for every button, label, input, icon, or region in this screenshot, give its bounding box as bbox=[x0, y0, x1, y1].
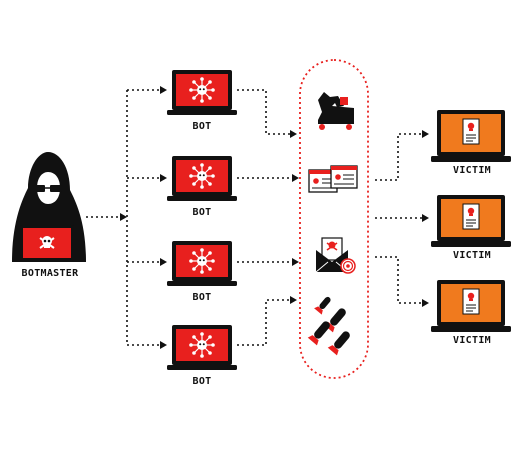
botmaster-label: BOTMASTER bbox=[21, 268, 79, 279]
attack-methods-capsule bbox=[299, 59, 369, 379]
bot-label: BOT bbox=[192, 207, 212, 218]
phishing-email-icon bbox=[315, 237, 356, 274]
connector-arrowheads bbox=[120, 86, 429, 349]
victim-label: VICTIM bbox=[453, 250, 491, 261]
bot-label: BOT bbox=[192, 376, 212, 387]
victim-laptop-2 bbox=[430, 194, 512, 248]
connector-lines bbox=[86, 89, 422, 346]
trojan-horse-icon bbox=[318, 92, 354, 130]
bot-laptop-2 bbox=[166, 155, 238, 202]
bot-laptop-1 bbox=[166, 69, 238, 116]
victim-laptop-3 bbox=[430, 279, 512, 333]
victim-laptop-1 bbox=[430, 109, 512, 163]
victim-label: VICTIM bbox=[453, 165, 491, 176]
bot-laptop-4 bbox=[166, 324, 238, 371]
id-cards-icon bbox=[308, 165, 358, 193]
bot-label: BOT bbox=[192, 121, 212, 132]
bot-laptop-3 bbox=[166, 240, 238, 287]
bot-label: BOT bbox=[192, 292, 212, 303]
missiles-icon bbox=[307, 296, 350, 356]
botmaster-hacker-icon bbox=[12, 152, 86, 262]
victim-label: VICTIM bbox=[453, 335, 491, 346]
